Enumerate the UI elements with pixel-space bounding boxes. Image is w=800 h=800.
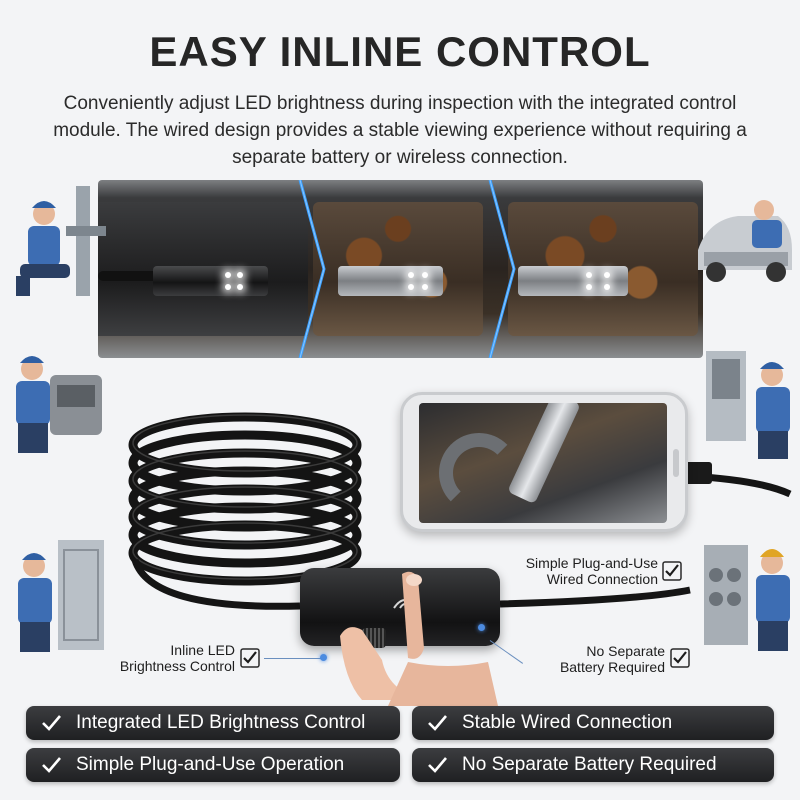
check-icon	[670, 648, 690, 668]
check-icon	[40, 712, 62, 734]
feature-pill: Integrated LED Brightness Control	[26, 706, 400, 740]
page-subtitle: Conveniently adjust LED brightness durin…	[53, 93, 747, 168]
worker-electrical-panel-illustration	[700, 345, 800, 465]
callout-plug-and-use: Simple Plug-and-Use Wired Connection	[525, 555, 658, 587]
smartphone-display	[400, 392, 688, 532]
camera-probe	[338, 266, 443, 296]
feature-label: Integrated LED Brightness Control	[76, 712, 366, 733]
callout-dot	[320, 654, 327, 661]
worker-hvac-illustration	[4, 540, 104, 660]
callout-dot	[478, 624, 485, 631]
worker-machinery-illustration	[700, 535, 800, 655]
worker-plumbing-illustration	[6, 186, 106, 306]
check-icon	[426, 712, 448, 734]
feature-label: No Separate Battery Required	[462, 754, 717, 775]
inline-control-module[interactable]	[300, 568, 500, 648]
probe-cable	[98, 271, 158, 281]
feature-label: Stable Wired Connection	[462, 712, 673, 733]
page-title: EASY INLINE CONTROL	[149, 28, 651, 75]
camera-probe	[518, 266, 628, 296]
chevron-right-icon	[298, 180, 326, 358]
phone-camera-view	[419, 403, 667, 523]
mechanic-car-illustration	[694, 180, 794, 300]
check-icon	[662, 561, 682, 581]
check-icon	[426, 754, 448, 776]
check-icon	[240, 648, 260, 668]
camera-probe	[153, 266, 268, 296]
pipe-inspection-image	[98, 180, 703, 358]
worker-engine-illustration	[2, 345, 102, 465]
feature-label: Simple Plug-and-Use Operation	[76, 754, 345, 775]
callout-inline-led: Inline LED Brightness Control	[119, 642, 235, 674]
feature-pill: Simple Plug-and-Use Operation	[26, 748, 400, 782]
feature-pill: Stable Wired Connection	[412, 706, 774, 740]
callout-leader-line	[264, 658, 322, 659]
chevron-right-icon	[488, 180, 516, 358]
callout-no-battery: No Separate Battery Required	[559, 643, 665, 675]
feature-pill: No Separate Battery Required	[412, 748, 774, 782]
check-icon	[40, 754, 62, 776]
hand-holding-module	[320, 566, 530, 706]
